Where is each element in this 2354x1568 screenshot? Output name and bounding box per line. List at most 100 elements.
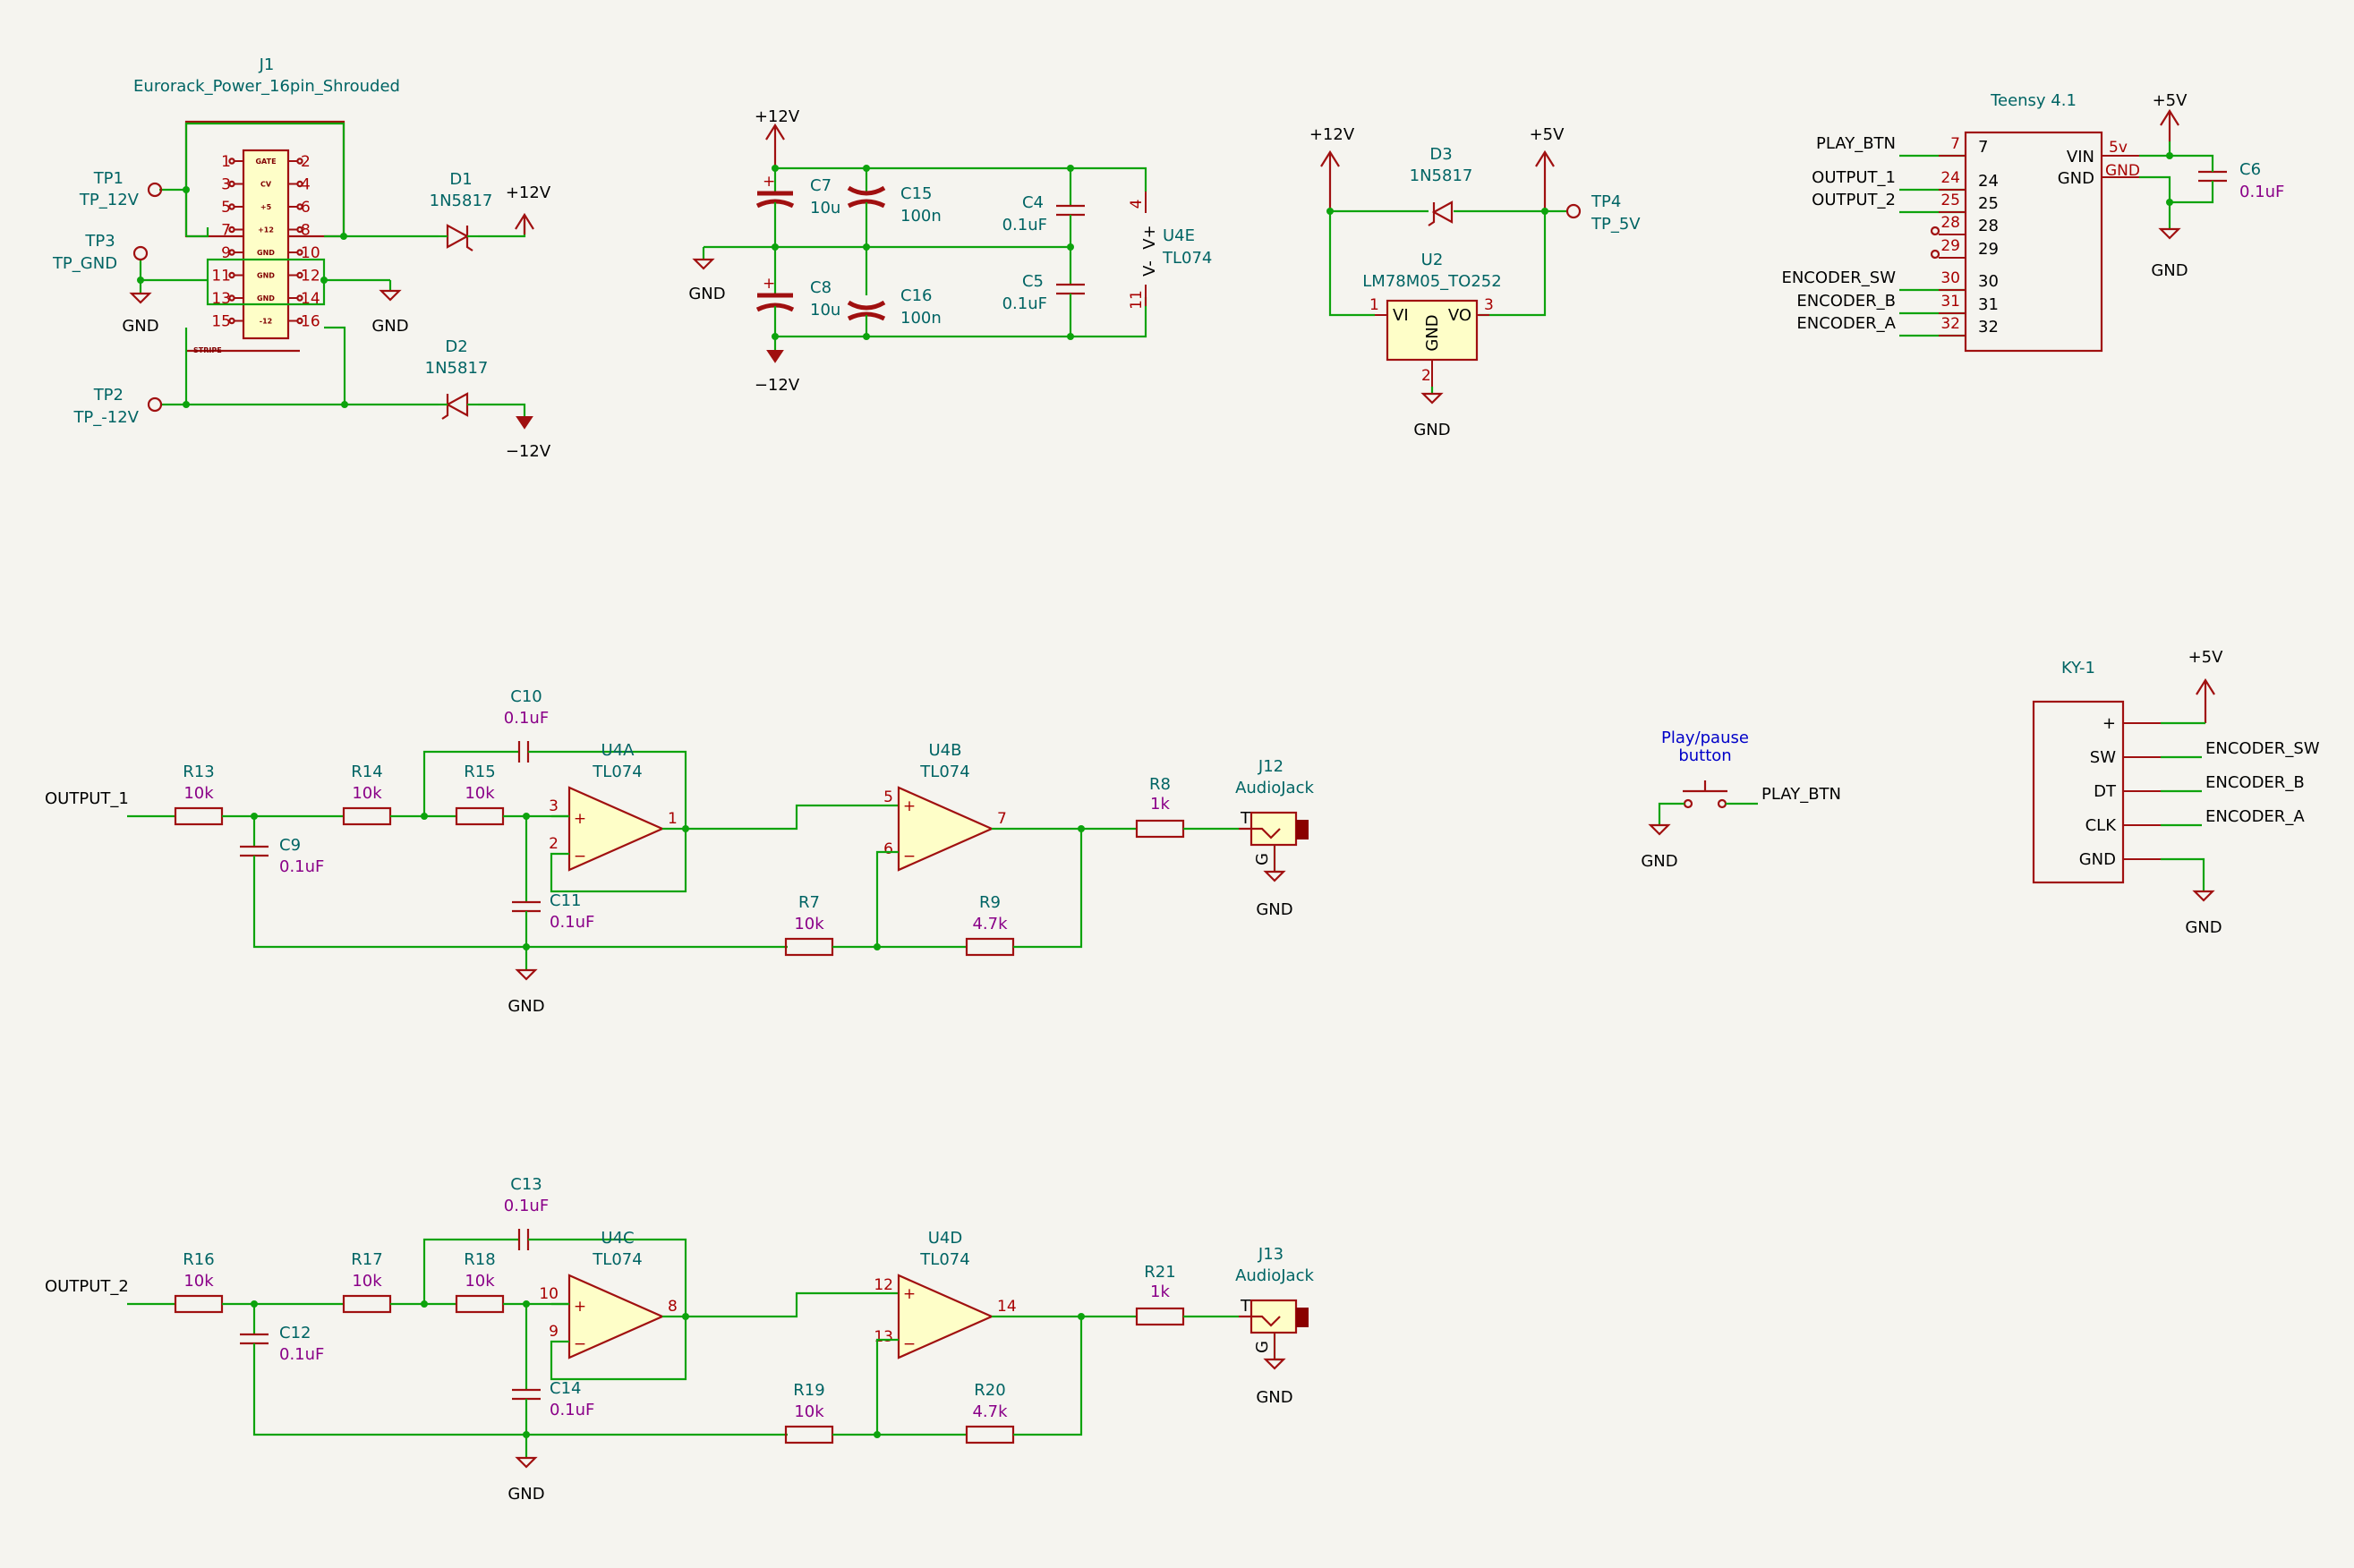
gnd-symbol-button: GND	[1641, 823, 1678, 871]
wire	[1013, 1317, 1083, 1436]
u4b-pin-noninv: 5	[883, 788, 893, 806]
r17-resistor[interactable]	[342, 1294, 392, 1314]
c8-ref: C8	[810, 278, 832, 297]
u4b-opamp[interactable]	[897, 786, 994, 872]
svg-text:GND: GND	[371, 317, 408, 336]
u4e-opamp-power[interactable]: 4 11 V+ V- U4E TL074	[1128, 192, 1212, 310]
play-pause-button[interactable]: Play/pause button PLAY_BTN	[1658, 729, 1841, 825]
wire	[550, 1317, 687, 1381]
u2-regulator[interactable]: 1 3 2 VI VO GND U2 LM78M05_TO252	[1362, 251, 1502, 387]
u4c-opamp[interactable]	[567, 1274, 665, 1359]
r19-resistor[interactable]	[784, 1425, 834, 1444]
j1-pin-func-5: GND	[257, 272, 275, 280]
r20-ref: R20	[974, 1381, 1005, 1400]
j13-tip-label: T	[1240, 1297, 1251, 1316]
teensy-pin-num-30: 30	[1940, 269, 1960, 287]
wire	[422, 1238, 519, 1304]
r15-resistor[interactable]	[455, 806, 505, 826]
tp4-testpoint[interactable]: TP4 TP_5V	[1565, 192, 1641, 234]
c10-value: 0.1uF	[504, 709, 549, 728]
j1-shroud-wire	[184, 122, 345, 236]
c15-capacitor[interactable]: C15 100n	[847, 168, 942, 247]
d2-diode[interactable]: D2 1N5817	[425, 337, 489, 420]
u4e-value: TL074	[1162, 249, 1212, 268]
junction	[523, 1431, 530, 1438]
j1-pad	[228, 317, 235, 325]
c4-capacitor[interactable]: C4 0.1uF	[1002, 168, 1085, 247]
tp2-testpoint[interactable]: TP2 TP_-12V	[72, 386, 163, 427]
svg-text:+12V: +12V	[755, 107, 800, 126]
c7-capacitor[interactable]: + C7 10u	[755, 168, 840, 247]
tp3-testpoint[interactable]: TP3 TP_GND	[52, 232, 149, 273]
r7-resistor[interactable]	[784, 937, 834, 957]
svg-text:+5V: +5V	[2153, 91, 2188, 110]
teensy-pin-name-25: 25	[1978, 194, 1999, 213]
teensy-net-25: OUTPUT_2	[1812, 191, 1896, 209]
u4b-pin-out: 7	[997, 810, 1007, 828]
teensy-ref: Teensy 4.1	[1990, 91, 2077, 110]
junction	[523, 943, 530, 950]
r16-resistor[interactable]	[174, 1294, 224, 1314]
j1-pad	[228, 294, 235, 302]
svg-text:+5V: +5V	[1530, 125, 1565, 144]
filter-channel-2: OUTPUT_2R1610kC120.1uFR1710kR1810kC130.1…	[45, 1175, 1314, 1504]
j12-ref: J12	[1258, 757, 1284, 776]
r21-resistor[interactable]	[1135, 1307, 1185, 1326]
p12-rail	[775, 166, 1147, 192]
j1-eurorack-connector[interactable]: J1 Eurorack_Power_16pin_Shrouded STRIPE …	[133, 55, 400, 354]
u4c-pin-noninv: 10	[539, 1285, 559, 1303]
c16-capacitor[interactable]: C16 100n	[847, 247, 942, 337]
u4d-pin-inv: 13	[874, 1328, 893, 1346]
wire	[875, 1338, 899, 1435]
u4a-pin-out: 1	[668, 810, 678, 828]
c10-ref: C10	[510, 687, 542, 706]
c4-value: 0.1uF	[1002, 216, 1047, 234]
r19-value: 10k	[794, 1402, 824, 1421]
j1-ref: J1	[259, 55, 275, 74]
svg-text:VI: VI	[1393, 306, 1409, 325]
c12-ref: C12	[279, 1324, 311, 1342]
r13-resistor[interactable]	[174, 806, 224, 826]
r14-resistor[interactable]	[342, 806, 392, 826]
u4b-minus-sign: −	[903, 848, 916, 865]
ky1-net-2: ENCODER_B	[2205, 773, 2305, 792]
m12-rail	[775, 297, 1147, 338]
teensy-mcu[interactable]: Teensy 4.1 VIN GND 5v GND 77PLAY_BTN2424…	[1781, 91, 2140, 353]
tp1-testpoint[interactable]: TP1 TP_12V	[79, 169, 163, 209]
c5-capacitor[interactable]: C5 0.1uF	[1002, 247, 1085, 337]
u4d-pin-out: 14	[997, 1298, 1017, 1316]
j1-pad	[228, 249, 235, 256]
j1-pad	[228, 226, 235, 234]
j1-pin-right-4: 4	[301, 176, 311, 194]
j13-ref: J13	[1258, 1245, 1284, 1264]
net-play-btn-button: PLAY_BTN	[1761, 785, 1841, 804]
r9-resistor[interactable]	[965, 937, 1015, 957]
u4a-pin-noninv: 3	[549, 797, 559, 815]
r13-value: 10k	[183, 784, 214, 803]
u4a-opamp[interactable]	[567, 786, 665, 872]
svg-text:4: 4	[1128, 200, 1146, 209]
u4c-minus-sign: −	[574, 1335, 586, 1353]
d1-diode[interactable]: D1 1N5817	[430, 170, 493, 251]
c9-value: 0.1uF	[279, 857, 324, 876]
gnd-label-jack: GND	[1256, 1388, 1292, 1407]
u4a-value: TL074	[592, 763, 642, 781]
ky1-pin-0: +	[2102, 714, 2116, 733]
d3-diode[interactable]: D3 1N5817	[1410, 145, 1473, 226]
c8-capacitor[interactable]: + C8 10u	[755, 247, 840, 337]
c6-capacitor[interactable]: C6 0.1uF	[2198, 160, 2284, 201]
u2-value: LM78M05_TO252	[1362, 272, 1501, 291]
wire	[875, 850, 899, 947]
r20-resistor[interactable]	[965, 1425, 1015, 1444]
net-output-label: OUTPUT_1	[45, 789, 129, 808]
r18-resistor[interactable]	[455, 1294, 505, 1314]
svg-text:2: 2	[1421, 367, 1431, 385]
tp2-ref: TP2	[93, 386, 124, 405]
j13-value: AudioJack	[1235, 1266, 1314, 1285]
r18-value: 10k	[465, 1272, 495, 1291]
r8-resistor[interactable]	[1135, 819, 1185, 839]
svg-text:−12V: −12V	[506, 442, 551, 461]
u4b-pin-inv: 6	[883, 840, 893, 858]
u4d-opamp[interactable]	[897, 1274, 994, 1359]
